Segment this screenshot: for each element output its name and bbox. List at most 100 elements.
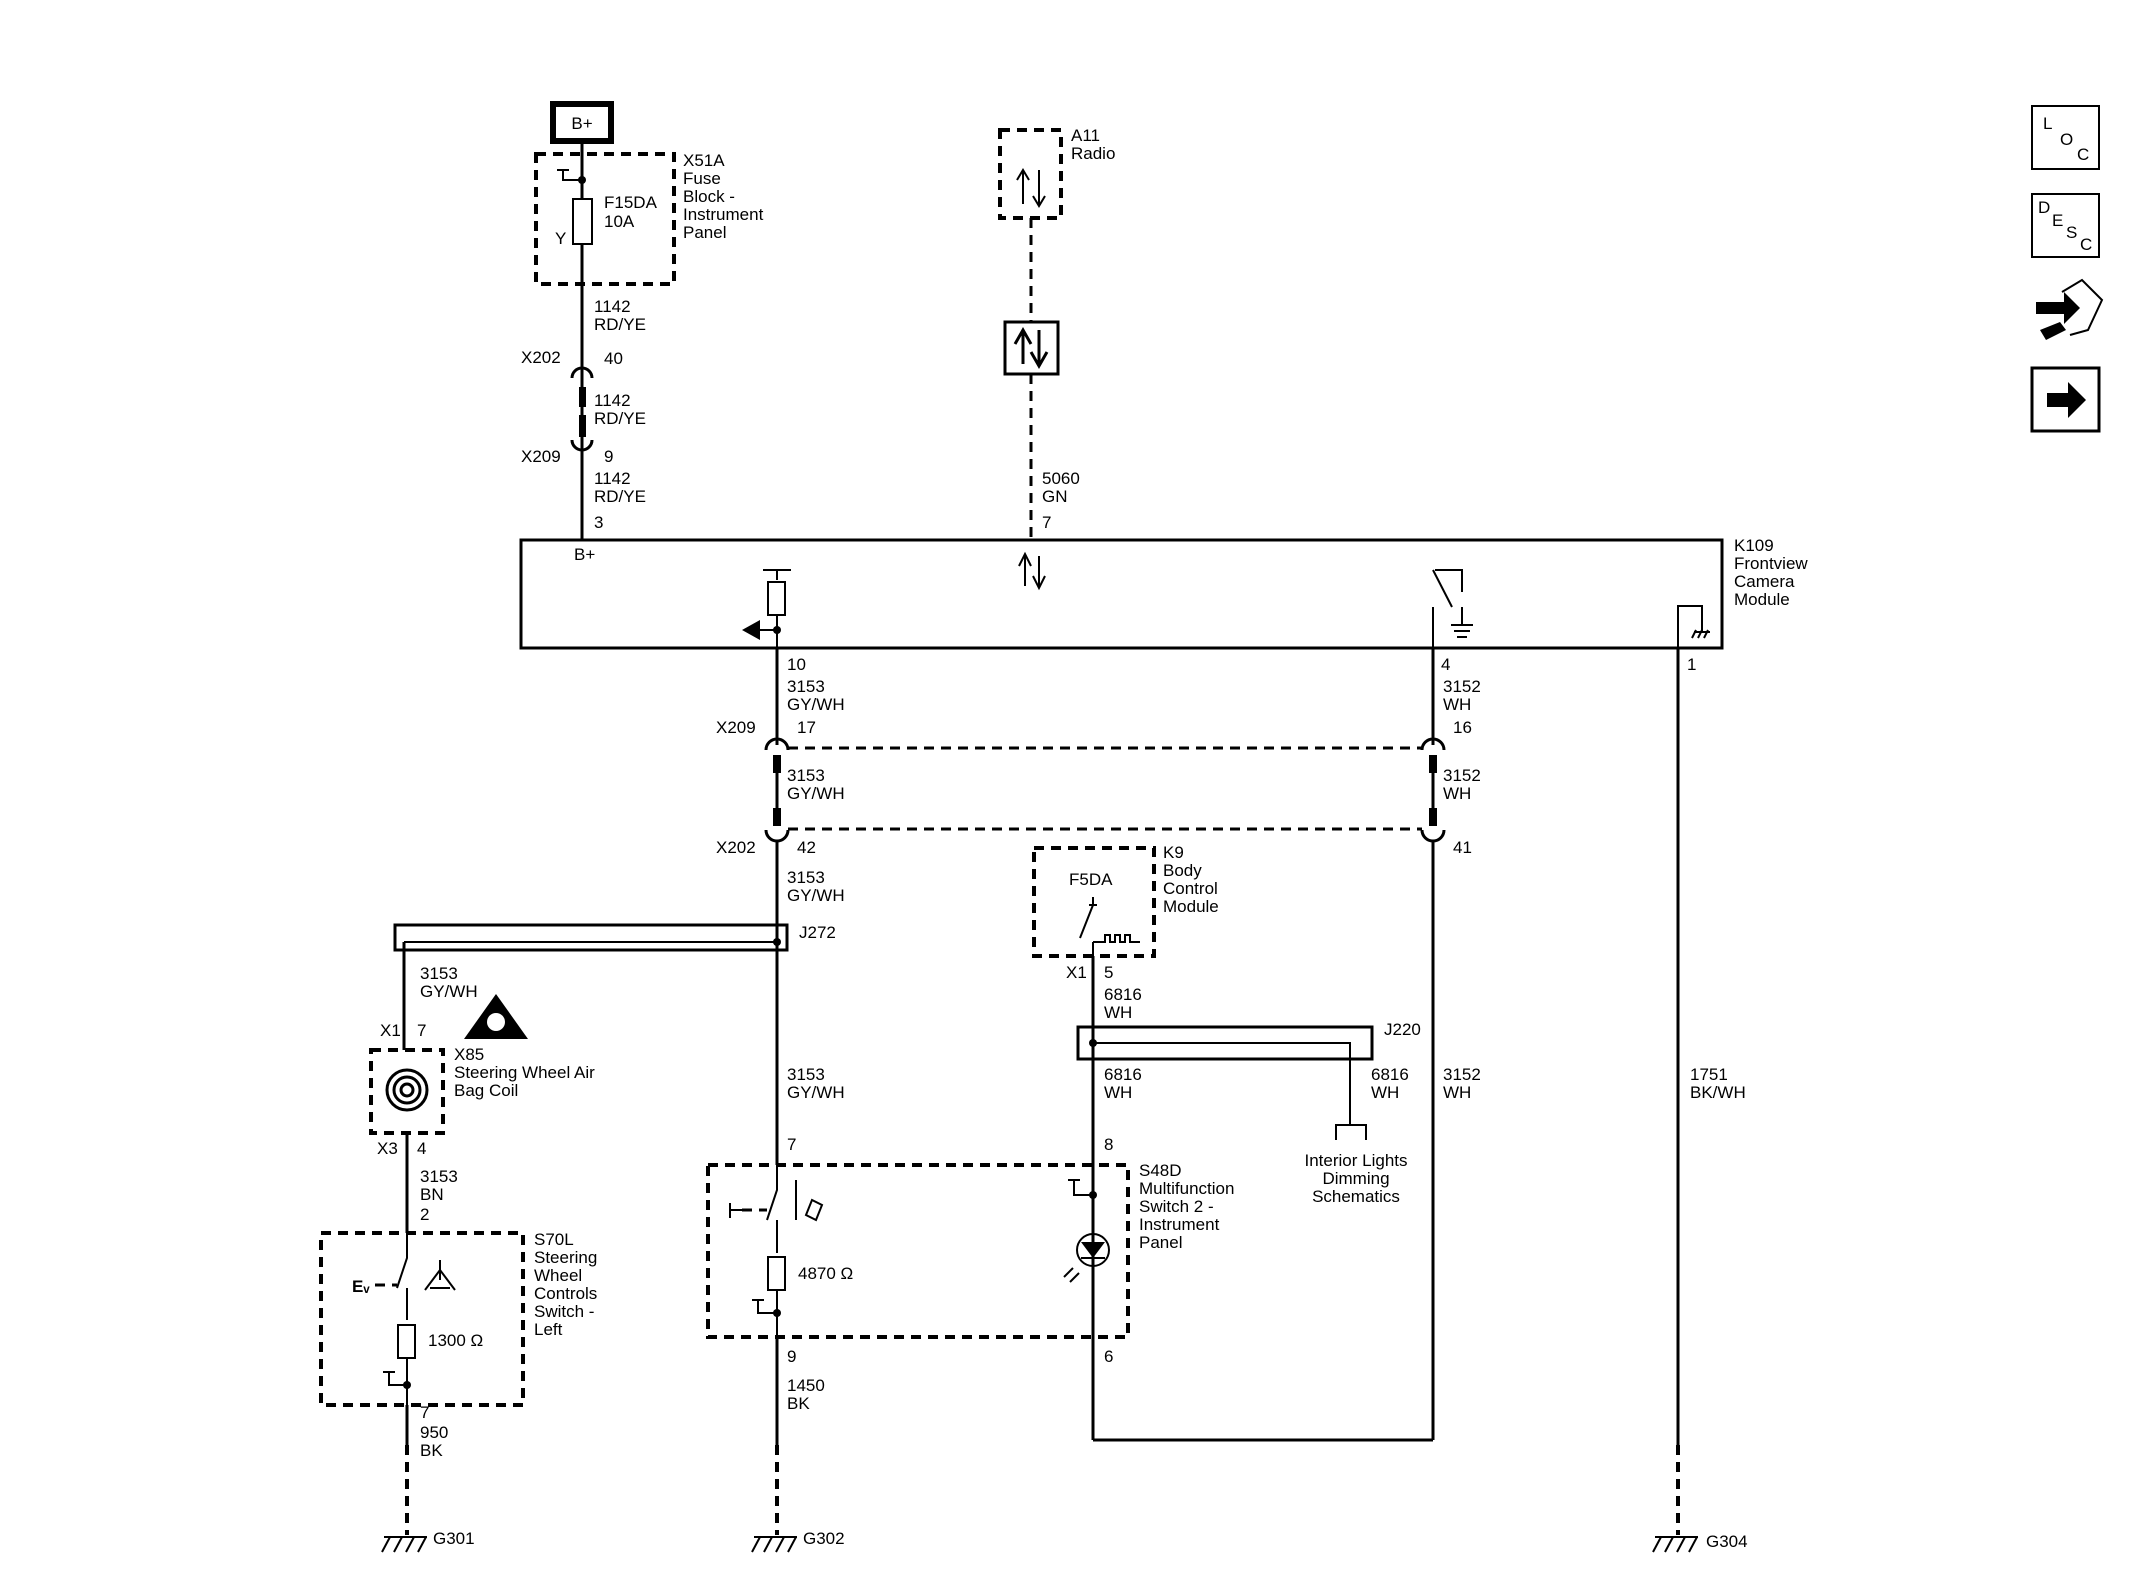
- wire-1450-color: BK: [787, 1394, 810, 1413]
- x209-pin-9: 9: [604, 447, 613, 466]
- bcm-label: K9: [1163, 843, 1184, 862]
- x85-pin-4: 4: [417, 1139, 426, 1158]
- wire-6816-a: 6816: [1104, 985, 1142, 1004]
- wire-3152-b: 3152: [1443, 766, 1481, 785]
- x85-pin-7: 7: [417, 1021, 426, 1040]
- radio-label: A11: [1071, 126, 1100, 145]
- camera-label-3: Camera: [1734, 572, 1795, 591]
- wire-3152-a: 3152: [1443, 677, 1481, 696]
- s70l-pin-2: 2: [420, 1205, 429, 1224]
- ground-g302-icon: [751, 1536, 797, 1553]
- x51a-label-2: Fuse: [683, 169, 721, 188]
- fuse-name: F15DA: [604, 193, 658, 212]
- wire-3153-e: 3153: [787, 1065, 825, 1084]
- splice-j220: [1076, 1025, 1374, 1061]
- splice-j272: [393, 923, 789, 952]
- wire-3153-c-color: GY/WH: [787, 886, 845, 905]
- wire-3152-b-color: WH: [1443, 784, 1471, 803]
- g-text-5: E: [2052, 211, 2063, 230]
- wire-3152-c: 3152: [1443, 1065, 1481, 1084]
- x85-label-2: Steering Wheel Air: [454, 1063, 595, 1082]
- wire-3153-bn: 3153: [420, 1167, 458, 1186]
- camera-pin-10: 10: [787, 655, 806, 674]
- wire-3152-c-color: WH: [1443, 1083, 1471, 1102]
- bcm-label-4: Module: [1163, 897, 1219, 916]
- g-text-4: D: [2038, 198, 2050, 217]
- camera-label-2: Frontview: [1734, 554, 1808, 573]
- s70l-label: S70L: [534, 1230, 574, 1249]
- desc-button[interactable]: D E S C: [2031, 193, 2100, 258]
- wire-3153-b-color: GY/WH: [787, 784, 845, 803]
- x202-pin-40: 40: [604, 349, 623, 368]
- connector-x209-top: [570, 439, 594, 452]
- connector-end-view-button[interactable]: [2036, 278, 2104, 340]
- bcm-pin-5: 5: [1104, 963, 1113, 982]
- wire-6816-c-color: WH: [1371, 1083, 1399, 1102]
- g-text-3: C: [2077, 145, 2089, 164]
- bcm-x1: X1: [1066, 963, 1087, 982]
- connector-x202-top: [570, 366, 594, 379]
- s48d-label-2: Multifunction: [1139, 1179, 1234, 1198]
- wire-1450: 1450: [787, 1376, 825, 1395]
- camera-label-4: Module: [1734, 590, 1790, 609]
- interior-lights-link[interactable]: Interior Lights: [1305, 1151, 1408, 1170]
- x209-pin-17: 17: [797, 718, 816, 737]
- serial-data-symbol: [1003, 320, 1060, 376]
- ground-g304-icon: [1652, 1536, 1698, 1553]
- x202-label-mid: X202: [716, 838, 756, 857]
- camera-label: K109: [1734, 536, 1774, 555]
- switch-s70l: [319, 1231, 525, 1407]
- x85-x1: X1: [380, 1021, 401, 1040]
- s48d-label: S48D: [1139, 1161, 1182, 1180]
- next-arrow-button[interactable]: [2030, 366, 2101, 433]
- led-icon: [1076, 1233, 1110, 1267]
- wire-3153-c: 3153: [787, 868, 825, 887]
- wire-1142-b-color: RD/YE: [594, 409, 646, 428]
- bcm-fuse: F5DA: [1069, 870, 1113, 889]
- wire-3153-e-color: GY/WH: [787, 1083, 845, 1102]
- pin-7-top: 7: [1042, 513, 1051, 532]
- s70l-pin-7: 7: [420, 1403, 429, 1422]
- interior-lights-link-3: Schematics: [1312, 1187, 1400, 1206]
- battery-label: B+: [571, 114, 592, 133]
- switch-s48d: [706, 1163, 1130, 1339]
- wire-3153-bn-color: BN: [420, 1185, 444, 1204]
- arrow-right-icon: [2047, 382, 2086, 418]
- g-text-6: S: [2066, 223, 2077, 242]
- wire-5060-color: GN: [1042, 487, 1068, 506]
- ground-g302: G302: [803, 1529, 845, 1548]
- bcm-k9: [1032, 846, 1156, 958]
- coil-icon: [385, 1068, 429, 1112]
- loc-button[interactable]: L O C: [2031, 105, 2100, 170]
- wire-3153-d-color: GY/WH: [420, 982, 478, 1001]
- wire-6816-b: 6816: [1104, 1065, 1142, 1084]
- fuse-rating: 10A: [604, 212, 635, 231]
- bcm-label-3: Control: [1163, 879, 1218, 898]
- s70l-label-6: Left: [534, 1320, 563, 1339]
- x209-label-mid: X209: [716, 718, 756, 737]
- s70l-label-5: Switch -: [534, 1302, 594, 1321]
- s48d-pin-7: 7: [787, 1135, 796, 1154]
- s70l-label-2: Steering: [534, 1248, 597, 1267]
- j220-label: J220: [1384, 1020, 1421, 1039]
- airbag-coil-x85: [369, 1048, 445, 1135]
- x85-label: X85: [454, 1045, 484, 1064]
- fuse-f15da: [572, 198, 593, 245]
- bcm-label-2: Body: [1163, 861, 1202, 880]
- wire-5060: 5060: [1042, 469, 1080, 488]
- s48d-label-5: Panel: [1139, 1233, 1182, 1252]
- ground-g304: G304: [1706, 1532, 1748, 1551]
- fuse-y-label: Y: [555, 229, 566, 248]
- x85-x3: X3: [377, 1139, 398, 1158]
- wire-3153-b: 3153: [787, 766, 825, 785]
- g-text: L: [2043, 114, 2052, 133]
- pin-3: 3: [594, 513, 603, 532]
- wire-3153-d: 3153: [420, 964, 458, 983]
- s70l-label-4: Controls: [534, 1284, 597, 1303]
- resistor-1300: 1300 Ω: [428, 1331, 483, 1350]
- wire-1142-b: 1142: [594, 391, 631, 410]
- g-text-7: C: [2080, 235, 2092, 254]
- ground-g301-icon: [381, 1536, 427, 1553]
- wire-1142-a-color: RD/YE: [594, 315, 646, 334]
- s48d-pin-6: 6: [1104, 1347, 1113, 1366]
